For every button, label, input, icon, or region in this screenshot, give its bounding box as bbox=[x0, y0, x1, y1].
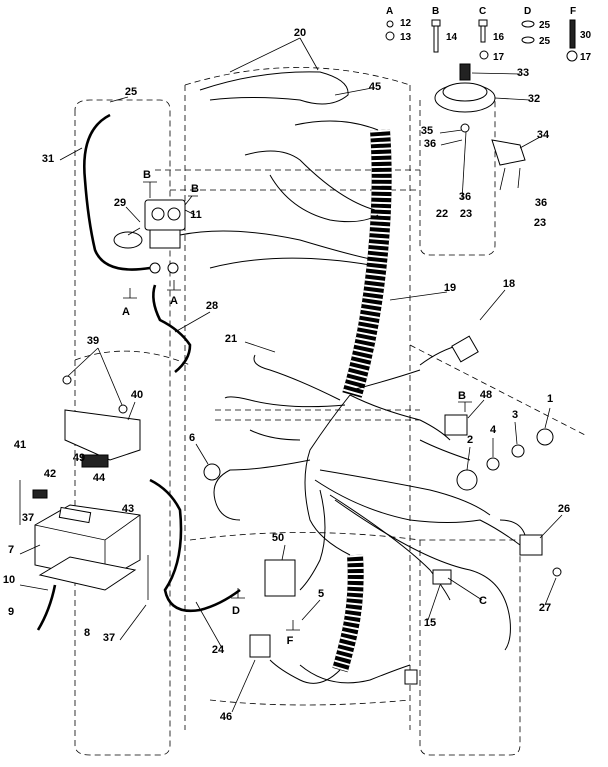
callout-33: 33 bbox=[517, 67, 529, 79]
callout-40: 40 bbox=[131, 389, 143, 401]
leader-lines bbox=[19, 37, 563, 713]
callout-15: 15 bbox=[424, 617, 436, 629]
letter-marker-b: B bbox=[191, 183, 199, 195]
callout-39: 39 bbox=[87, 335, 99, 347]
callout-45: 45 bbox=[369, 81, 381, 93]
callout-32: 32 bbox=[528, 93, 540, 105]
wire-harness-conduit bbox=[332, 129, 392, 673]
letter-marker-f: F bbox=[287, 635, 294, 647]
hw-letter-f: F bbox=[570, 6, 576, 17]
callout-37: 37 bbox=[103, 632, 115, 644]
callout-43: 43 bbox=[122, 503, 134, 515]
hw-part: 12 bbox=[400, 18, 412, 29]
letter-marker-b: B bbox=[143, 169, 151, 181]
callout-6: 6 bbox=[189, 432, 195, 444]
letter-markers: B B A A B C D F bbox=[122, 169, 487, 647]
callout-26: 26 bbox=[558, 503, 570, 515]
callout-36: 36 bbox=[459, 191, 471, 203]
callout-23: 23 bbox=[534, 217, 546, 229]
hw-letter-b: B bbox=[432, 6, 439, 17]
callout-46: 46 bbox=[220, 711, 232, 723]
hw-letter-c: C bbox=[479, 6, 486, 17]
hw-part: 14 bbox=[446, 32, 458, 43]
tractor-outline bbox=[74, 67, 586, 756]
callout-42: 42 bbox=[44, 468, 56, 480]
callout-4: 4 bbox=[490, 424, 497, 436]
callout-1: 1 bbox=[547, 393, 553, 405]
letter-marker-d: D bbox=[232, 605, 240, 617]
callout-5: 5 bbox=[318, 588, 324, 600]
callout-28: 28 bbox=[206, 300, 218, 312]
callout-49: 49 bbox=[73, 452, 85, 464]
hw-part: 16 bbox=[493, 32, 505, 43]
callout-2: 2 bbox=[467, 434, 473, 446]
callout-48: 48 bbox=[480, 389, 492, 401]
callout-27: 27 bbox=[539, 602, 551, 614]
callout-36: 36 bbox=[535, 197, 547, 209]
callout-3: 3 bbox=[512, 409, 518, 421]
hw-part: 17 bbox=[580, 52, 592, 63]
battery-assembly bbox=[19, 375, 149, 631]
callout-34: 34 bbox=[537, 129, 550, 141]
pto-clutch bbox=[434, 63, 526, 201]
hardware-key-icons bbox=[385, 19, 578, 62]
hw-part: 25 bbox=[539, 36, 551, 47]
callout-44: 44 bbox=[93, 472, 106, 484]
callout-41: 41 bbox=[14, 439, 26, 451]
hw-part: 30 bbox=[580, 30, 592, 41]
letter-marker-c: C bbox=[479, 595, 487, 607]
battery-cables bbox=[83, 113, 241, 613]
callout-18: 18 bbox=[503, 278, 515, 290]
callout-50: 50 bbox=[272, 532, 284, 544]
callout-19: 19 bbox=[444, 282, 456, 294]
callout-22: 22 bbox=[436, 208, 448, 220]
hw-letter-a: A bbox=[386, 6, 393, 17]
hw-part: 17 bbox=[493, 52, 505, 63]
callout-25: 25 bbox=[125, 86, 137, 98]
hardware-key: A 12 13 B 14 C 16 17 D 25 25 F 30 17 bbox=[386, 6, 592, 63]
callout-37: 37 bbox=[22, 512, 34, 524]
harness-wires bbox=[179, 71, 526, 684]
callout-21: 21 bbox=[225, 333, 237, 345]
letter-marker-flags bbox=[123, 181, 472, 631]
callout-10: 10 bbox=[3, 574, 15, 586]
letter-marker-a: A bbox=[122, 306, 130, 318]
switch-parts bbox=[203, 335, 562, 685]
solenoid bbox=[113, 199, 186, 274]
callout-31: 31 bbox=[42, 153, 54, 165]
hw-letter-d: D bbox=[524, 6, 531, 17]
hw-part: 13 bbox=[400, 32, 412, 43]
letter-marker-b: B bbox=[458, 390, 466, 402]
callout-11: 11 bbox=[190, 209, 202, 221]
hw-part: 25 bbox=[539, 20, 551, 31]
callout-35: 35 bbox=[421, 125, 433, 137]
callout-9: 9 bbox=[8, 606, 14, 618]
callout-24: 24 bbox=[212, 644, 225, 656]
letter-marker-a: A bbox=[170, 295, 178, 307]
callout-29: 29 bbox=[114, 197, 126, 209]
callout-36: 36 bbox=[424, 138, 436, 150]
callout-8: 8 bbox=[84, 627, 90, 639]
callout-7: 7 bbox=[8, 544, 14, 556]
callout-20: 20 bbox=[294, 27, 306, 39]
callout-23: 23 bbox=[460, 208, 472, 220]
